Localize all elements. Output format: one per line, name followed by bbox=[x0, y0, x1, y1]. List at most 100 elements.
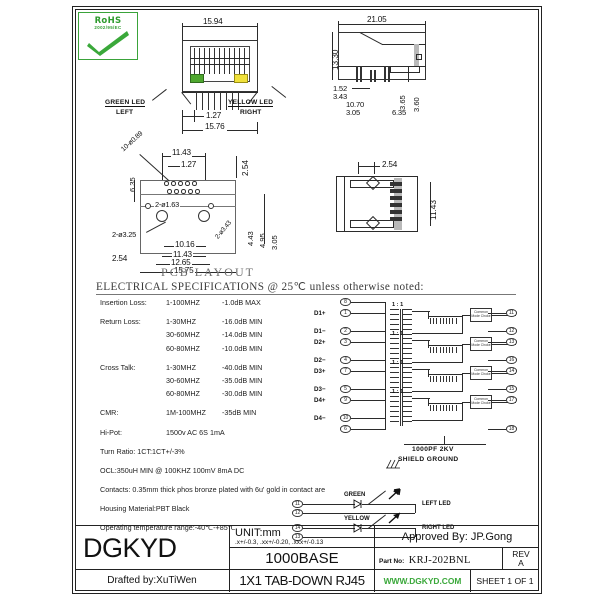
spec-row: Cross Talk:1-30MHZ-40.0dB MIN bbox=[100, 363, 290, 376]
shield-tab bbox=[390, 66, 420, 73]
dim-pcb-pitch: 1.27 bbox=[180, 160, 198, 169]
approved-by-cell: Approved By: JP.Gong bbox=[375, 526, 539, 548]
ext-line bbox=[408, 66, 409, 82]
spec-key: Operating temperature range:-40℃-+85℃ bbox=[100, 523, 236, 533]
wire bbox=[488, 371, 506, 372]
choke-turn bbox=[449, 318, 451, 324]
schematic-right-pin: 17 bbox=[506, 396, 517, 404]
choke-turn bbox=[449, 405, 451, 411]
rohs-directive: 2002/95/EC bbox=[94, 25, 122, 30]
contact-pins bbox=[194, 48, 246, 74]
transformer-core bbox=[400, 396, 401, 426]
dim-b3: 12.65 bbox=[170, 258, 192, 267]
winding-turn bbox=[403, 353, 412, 354]
dim-line bbox=[430, 182, 431, 226]
schematic-right-pin: 15 bbox=[506, 385, 517, 393]
led-pin: 14 bbox=[292, 524, 303, 532]
pcb-pad bbox=[185, 181, 190, 186]
schematic-left-pin: 7 bbox=[340, 367, 351, 375]
yellow-led-label: YELLOW LED bbox=[228, 99, 274, 107]
winding-turn bbox=[390, 309, 399, 310]
tolerance-note: .x+/-0.3, .xx+/-0.20, .xxx+/-0.13 bbox=[235, 539, 324, 546]
wire bbox=[412, 340, 430, 341]
winding-turn bbox=[390, 353, 399, 354]
yellow-led-indicator bbox=[234, 74, 248, 83]
wire bbox=[428, 345, 462, 346]
winding-turn bbox=[403, 334, 412, 335]
choke-turn bbox=[452, 376, 454, 382]
wire bbox=[462, 373, 470, 374]
spec-key: Turn Ratio: 1CT:1CT+/-3% bbox=[100, 446, 185, 456]
pcb-grid-line bbox=[140, 206, 236, 207]
callout-2-holes-163: 2-ø1.63 bbox=[154, 200, 181, 209]
wire bbox=[303, 527, 355, 529]
choke-turn bbox=[439, 347, 441, 353]
pcb-pad bbox=[181, 189, 186, 194]
drawing-border-outer bbox=[72, 6, 542, 594]
schematic-turn-ratio: 1 : 1 bbox=[392, 360, 404, 366]
ext-line bbox=[257, 26, 258, 42]
dim-b2: 11.43 bbox=[172, 250, 193, 259]
spec-frequency: 1500v AC 6S 1mA bbox=[166, 427, 225, 437]
choke-turn bbox=[449, 347, 451, 353]
winding-turn bbox=[390, 314, 399, 315]
termination-network: Common Mode Choke bbox=[470, 337, 492, 351]
rohs-logo: RoHS 2002/95/EC bbox=[78, 12, 138, 60]
winding-turn bbox=[390, 372, 399, 373]
green-led-side: LEFT bbox=[116, 109, 134, 116]
spec-row: Housing Material:PBT Black bbox=[100, 504, 290, 517]
transformer-symbol bbox=[390, 367, 412, 397]
winding-turn bbox=[390, 343, 399, 344]
winding-turn bbox=[403, 309, 412, 310]
choke-turn bbox=[430, 376, 431, 382]
wire bbox=[488, 389, 506, 390]
website-link[interactable]: WWW.DGKYD.COM bbox=[375, 570, 471, 592]
spec-value: -35dB MIN bbox=[222, 408, 257, 418]
green-led-indicator bbox=[190, 74, 204, 83]
schematic-left-pin: 5 bbox=[340, 385, 351, 393]
schematic-turn-ratio: 1 : 1 bbox=[392, 389, 404, 395]
spec-value: -30.0dB MIN bbox=[222, 389, 263, 399]
spec-key: Cross Talk: bbox=[100, 362, 136, 372]
schematic-right-pin: 11 bbox=[506, 309, 517, 317]
dim-line bbox=[264, 194, 265, 244]
schematic-left-pin: 3 bbox=[340, 338, 351, 346]
leg-pin bbox=[356, 66, 358, 82]
schematic-signal-label: D3− bbox=[314, 385, 326, 393]
wire bbox=[351, 418, 385, 419]
ext-line bbox=[162, 153, 163, 181]
ext-line bbox=[374, 162, 375, 174]
dim-b4: 15.75 bbox=[173, 266, 195, 275]
leg-pin bbox=[374, 70, 376, 82]
wire bbox=[412, 311, 430, 312]
pcb-pad bbox=[171, 181, 176, 186]
dim-width-bottom: 15.76 bbox=[203, 122, 227, 131]
led-pin: 13 bbox=[292, 533, 303, 541]
rohs-check-icon bbox=[87, 31, 129, 56]
wire bbox=[428, 311, 429, 319]
winding-turn bbox=[403, 377, 412, 378]
schematic-right-pin: 14 bbox=[506, 367, 517, 375]
termination-network: Common Mode Choke bbox=[470, 308, 492, 322]
schematic-left-pin: 2 bbox=[340, 327, 351, 335]
pcb-pad bbox=[174, 189, 179, 194]
leg-pin bbox=[370, 70, 372, 82]
green-led-label: GREEN LED bbox=[105, 99, 146, 107]
dim-line bbox=[358, 166, 380, 167]
spec-row: 30-60MHZ-35.0dB MIN bbox=[100, 376, 290, 389]
dim-depth: 21.05 bbox=[365, 15, 389, 24]
dim-d4: 3.05 bbox=[346, 108, 360, 117]
spec-key: Housing Material:PBT Black bbox=[100, 504, 190, 514]
spec-frequency: 1M-100MHZ bbox=[166, 408, 206, 418]
choke-turn bbox=[442, 376, 444, 382]
part-no-value: KRJ-202BNL bbox=[408, 555, 471, 566]
schematic-turn-ratio: 1 : 1 bbox=[392, 331, 404, 337]
led-pin: 12 bbox=[292, 509, 303, 517]
pcb-pad bbox=[164, 181, 169, 186]
part-no-cell: Part No: KRJ-202BNL bbox=[375, 548, 503, 570]
schematic-turn-ratio: 1 : 1 bbox=[392, 302, 404, 308]
dim-pcb-top-span: 11.43 bbox=[171, 148, 192, 157]
wire bbox=[488, 313, 506, 314]
